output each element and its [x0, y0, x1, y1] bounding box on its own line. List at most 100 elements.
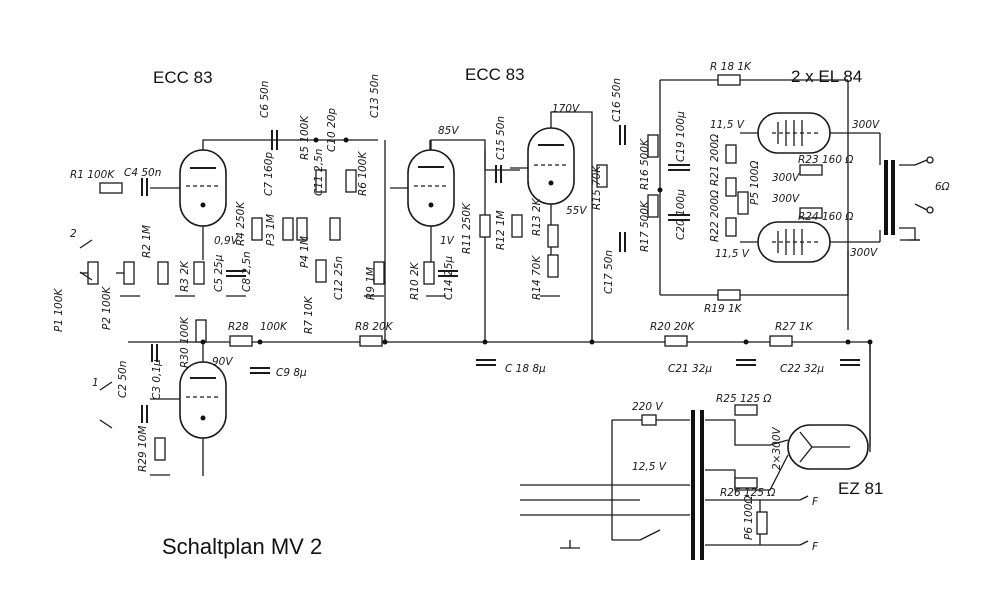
label-r18: R 18 1K: [710, 61, 752, 73]
fuse-label-2: F: [812, 541, 819, 553]
label-v1v: 1V: [440, 235, 455, 247]
label-c22: C22 32µ: [780, 363, 824, 375]
label-r25: R25 125 Ω: [716, 393, 771, 405]
label-v170: 170V: [552, 103, 580, 115]
label-r5: R5 100K: [299, 115, 311, 160]
input-jacks: [79, 239, 113, 429]
input-1-label: 1: [92, 377, 99, 389]
mains-transformer: [520, 410, 800, 560]
label-v300d: 300V: [850, 247, 878, 259]
label-r15: R15 70K: [591, 165, 603, 210]
label-c21: C21 32µ: [668, 363, 712, 375]
tube-el84-upper: [740, 112, 880, 154]
label-r27: R27 1K: [775, 321, 814, 333]
potentiometers: [80, 191, 749, 285]
label-c16: C16 50n: [611, 78, 623, 122]
label-v115a: 11,5 V: [710, 119, 745, 131]
label-v300a: 300V: [852, 119, 880, 131]
label-c13: C13 50n: [369, 74, 381, 118]
label-v125: 12,5 V: [632, 461, 667, 473]
label-v115b: 11,5 V: [715, 248, 750, 260]
label-c17: C17 50n: [603, 250, 615, 294]
label-p2: P2 100K: [101, 286, 113, 330]
tube-label-el84: 2 x EL 84: [791, 67, 862, 86]
component-labels: R1 100K C4 50n P1 100K P2 100K R2 1M R3 …: [53, 61, 880, 540]
label-r28: R28: [228, 321, 249, 333]
capacitors: [141, 125, 860, 423]
label-c18: C 18 8µ: [505, 363, 546, 375]
resistor-grid: [154, 134, 768, 535]
label-c6: C6 50n: [259, 81, 271, 118]
label-c9: C9 8µ: [276, 367, 307, 379]
label-r7: R7 10K: [303, 295, 315, 334]
output-transformer: [879, 133, 934, 242]
label-v85: 85V: [438, 125, 459, 137]
fuse-label-1: F: [812, 496, 819, 508]
label-r6: R6 100K: [357, 151, 369, 196]
label-v300c: 300V: [772, 193, 800, 205]
label-r1: R1 100K: [70, 169, 115, 181]
label-r3: R3 2K: [179, 260, 191, 292]
resistor-horizontal: [99, 74, 823, 489]
label-r21: R21 200Ω: [709, 134, 721, 186]
label-c15: C15 50n: [495, 116, 507, 160]
label-p3: P3 1M: [265, 214, 277, 246]
label-r14: R14 70K: [531, 255, 543, 300]
label-r26: R26 125 Ω: [720, 487, 775, 499]
label-r13: R13 2K: [531, 197, 543, 236]
label-c8: C8 2,5n: [241, 251, 253, 292]
label-v55: 55V: [566, 205, 587, 217]
label-100k: 100K: [260, 321, 288, 333]
label-c5: C5 25µ: [213, 254, 225, 292]
ground-symbols: [120, 239, 920, 549]
tube-ez81: [787, 342, 871, 470]
tube-label-ecc83-2: ECC 83: [465, 65, 525, 84]
label-c3: C3 0,1µ: [151, 359, 163, 400]
label-r19: R19 1K: [704, 303, 743, 315]
label-p4: P4 1M: [299, 236, 311, 268]
label-r17: R17 500K: [639, 200, 651, 252]
label-c12: C12 25n: [333, 256, 345, 300]
tube-v2b: [510, 111, 593, 260]
label-v220: 220 V: [632, 401, 663, 413]
label-r10: R10 2K: [409, 261, 421, 300]
speaker-label: 6Ω: [935, 181, 950, 193]
label-v300b: 300V: [772, 172, 800, 184]
tube-label-ecc83-1: ECC 83: [153, 68, 213, 87]
label-p1: P1 100K: [53, 288, 65, 332]
tube-v1b: [150, 320, 227, 476]
label-r16: R16 500K: [639, 138, 651, 190]
tube-v1a: [150, 139, 238, 260]
label-c4: C4 50n: [124, 167, 161, 179]
label-c20: C20 100µ: [675, 189, 687, 240]
junction-dots: [200, 137, 873, 345]
label-v09: 0,9V: [214, 235, 239, 247]
label-r2: R2 1M: [141, 225, 153, 258]
filament-outputs: [799, 495, 809, 546]
label-c19: C19 100µ: [675, 111, 687, 162]
label-v90: 90V: [212, 356, 233, 368]
label-r24: R24 160 Ω: [798, 211, 853, 223]
label-r23: R23 160 Ω: [798, 154, 853, 166]
label-r11: R11 250K: [461, 202, 473, 254]
label-p6: P6 100Ω: [743, 496, 755, 540]
label-v300r: 2×300V: [771, 426, 783, 470]
tube-el84-lower: [740, 221, 880, 263]
label-r30: R30 100K: [179, 316, 191, 368]
label-r12: R12 1M: [495, 210, 507, 250]
label-r8: R8 20K: [355, 321, 394, 333]
schematic-title: Schaltplan MV 2: [162, 534, 322, 559]
label-r9: R9 1M: [365, 267, 377, 300]
label-c14: C14 25µ: [443, 256, 455, 300]
label-c10: C10 20p: [326, 108, 338, 152]
label-r20: R20 20K: [650, 321, 695, 333]
label-p5: P5 100Ω: [749, 161, 761, 205]
label-r22: R22 200Ω: [709, 190, 721, 242]
label-c7: C7 160p: [263, 152, 275, 196]
label-r29: R29 10M: [137, 426, 149, 472]
label-c2: C2 50n: [117, 361, 129, 398]
label-r4: R4 250K: [235, 201, 247, 246]
tube-label-ez81: EZ 81: [838, 479, 883, 498]
label-c11: C11 2,5n: [313, 149, 325, 196]
